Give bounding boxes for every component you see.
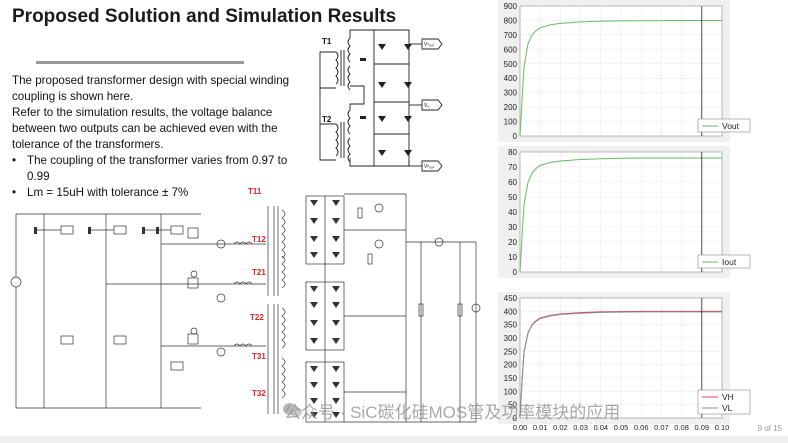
- y-tick-label: 60: [508, 178, 517, 187]
- bullet-lm: • Lm = 15uH with tolerance ± 7%: [12, 185, 312, 201]
- label-t22: T22: [250, 313, 264, 322]
- x-tick-label: 0.10: [715, 423, 730, 432]
- y-tick-label: 900: [504, 2, 518, 11]
- legend-label: VH: [722, 392, 734, 402]
- bullet-coupling: • The coupling of the transformer varies…: [12, 153, 312, 185]
- label-t2: T2: [322, 115, 332, 124]
- y-tick-label: 200: [504, 361, 518, 370]
- x-tick-label: 0.04: [593, 423, 608, 432]
- x-tick-label: 0.07: [654, 423, 669, 432]
- legend-label: Iout: [722, 257, 737, 267]
- y-tick-label: 200: [504, 103, 518, 112]
- x-tick-label: 0.08: [674, 423, 689, 432]
- y-tick-label: 40: [508, 208, 517, 217]
- y-tick-label: 0: [513, 414, 518, 423]
- y-tick-label: 400: [504, 74, 518, 83]
- simulation-schematic: [10, 193, 481, 423]
- x-tick-label: 0.09: [694, 423, 709, 432]
- transformer-schematic: T1 T2: [319, 29, 443, 172]
- legend-label: Vout: [722, 121, 740, 131]
- label-t1: T1: [322, 37, 332, 46]
- x-tick-label: 0.00: [513, 423, 528, 432]
- page-number: 9 of 15: [757, 424, 782, 433]
- label-t11: T11: [248, 187, 262, 196]
- y-tick-label: 600: [504, 45, 518, 54]
- bullet-text-cont: 0.99: [27, 170, 50, 183]
- x-tick-label: 0.01: [533, 423, 548, 432]
- watermark-text: 公众号 · SiC碳化硅MOS管及功率模块的应用: [284, 403, 621, 422]
- series-line-vl: [519, 311, 722, 419]
- label-t31: T31: [252, 352, 266, 361]
- label-vout1: V¹ₒᵤₜ: [424, 42, 435, 48]
- y-tick-label: 10: [508, 253, 517, 262]
- legend-label: VL: [722, 403, 733, 413]
- body-text: The proposed transformer design with spe…: [12, 73, 312, 153]
- y-tick-label: 400: [504, 307, 518, 316]
- bullet-text: Lm = 15uH with tolerance ± 7%: [27, 186, 189, 199]
- x-tick-label: 0.06: [634, 423, 649, 432]
- x-tick-label: 0.02: [553, 423, 568, 432]
- y-tick-label: 150: [504, 374, 518, 383]
- bullet-dot: •: [12, 186, 17, 199]
- label-t21: T21: [252, 268, 266, 277]
- legend-box: [697, 118, 751, 133]
- y-tick-label: 100: [504, 387, 518, 396]
- label-t32: T32: [252, 389, 266, 398]
- legend-box: [697, 389, 751, 415]
- y-tick-label: 20: [508, 238, 517, 247]
- y-tick-label: 50: [508, 401, 517, 410]
- y-tick-label: 300: [504, 89, 518, 98]
- bullet-dot: •: [12, 154, 17, 167]
- x-tick-label: 0.03: [573, 423, 588, 432]
- bullet-text: The coupling of the transformer varies f…: [27, 154, 288, 167]
- y-tick-label: 500: [504, 60, 518, 69]
- paragraph-1: The proposed transformer design with spe…: [12, 74, 290, 103]
- y-tick-label: 0: [513, 132, 518, 141]
- title-underline: [36, 61, 244, 64]
- y-tick-label: 80: [508, 148, 517, 157]
- series-line-vout: [519, 19, 722, 137]
- y-tick-label: 30: [508, 223, 517, 232]
- y-tick-label: 350: [504, 321, 518, 330]
- simulation-charts: 0100200300400500600700800900Vout01020304…: [498, 0, 751, 432]
- wechat-icon: [283, 403, 302, 417]
- y-tick-label: 100: [504, 118, 518, 127]
- y-tick-label: 450: [504, 294, 518, 303]
- x-tick-label: 0.05: [614, 423, 629, 432]
- bottom-bar: [0, 436, 788, 443]
- y-tick-label: 800: [504, 16, 518, 25]
- label-t12: T12: [252, 235, 266, 244]
- paragraph-2: Refer to the simulation results, the vol…: [12, 106, 278, 151]
- label-vout2: V²ₒᵤₜ: [424, 164, 435, 170]
- y-tick-label: 0: [513, 268, 518, 277]
- y-tick-label: 700: [504, 31, 518, 40]
- y-tick-label: 70: [508, 163, 517, 172]
- y-tick-label: 50: [508, 193, 517, 202]
- slide-title: Proposed Solution and Simulation Results: [12, 6, 397, 27]
- y-tick-label: 300: [504, 334, 518, 343]
- y-tick-label: 250: [504, 347, 518, 356]
- legend-box: [697, 254, 751, 269]
- label-vo: Vₒ: [424, 103, 429, 109]
- series-line-iout: [519, 157, 722, 273]
